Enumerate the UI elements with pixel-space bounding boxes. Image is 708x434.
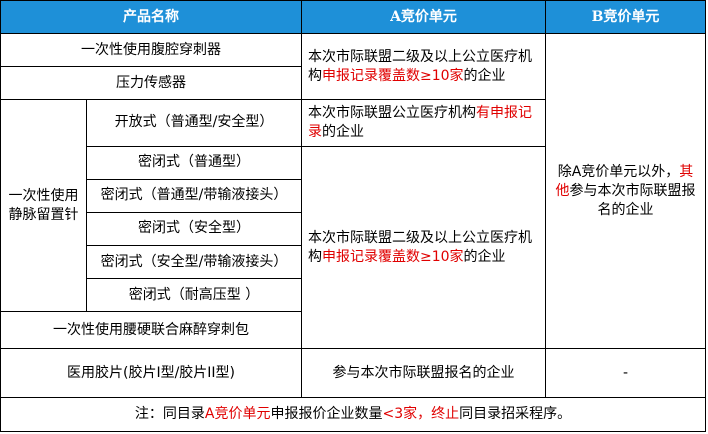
- a-unit-text: 的企业: [463, 248, 506, 265]
- b-unit-cell-none: -: [545, 348, 706, 398]
- note-text: 申报报价企业数量: [270, 405, 383, 422]
- table-row: 密闭式（普通型） 本次市际联盟二级及以上公立医疗机构申报记录覆盖数≥10家的企业: [1, 145, 706, 350]
- b-unit-highlight: 其他: [555, 163, 694, 199]
- product-subtype-cell: 密闭式（普通型/带输液接头）: [86, 178, 302, 213]
- product-subtype-cell: 密闭式（安全型）: [86, 211, 302, 247]
- table-row: 密闭式（耐高压型 ）: [1, 278, 706, 313]
- footnote: 注：同目录A竞价单元申报报价企业数量<3家，终止同目录招采程序。: [0, 396, 706, 433]
- table-row: 压力传感器: [0, 66, 706, 101]
- product-cell: 医用胶片(胶片I型/胶片II型): [0, 348, 302, 398]
- header-a-unit: A竞价单元: [301, 0, 546, 34]
- table-row: 一次性使用腰硬联合麻醉穿刺包: [0, 311, 706, 350]
- a-unit-text: 本次市际联盟公立医疗机构: [308, 104, 476, 121]
- a-unit-highlight: 有申报记录: [308, 104, 532, 140]
- a-unit-cell-coverage: 本次市际联盟二级及以上公立医疗机构申报记录覆盖数≥10家的企业: [301, 145, 546, 350]
- note-text: 注：同目录: [134, 405, 205, 422]
- table-row: 密闭式（普通型/带输液接头）: [1, 178, 706, 213]
- a-unit-cell-coverage: 本次市际联盟二级及以上公立医疗机构申报记录覆盖数≥10家的企业: [301, 32, 546, 101]
- a-unit-cell-registered: 参与本次市际联盟报名的企业: [301, 348, 546, 398]
- table-header-row: 产品名称 A竞价单元 B竞价单元: [0, 0, 706, 34]
- b-unit-text: 除A竞价单元以外，: [557, 163, 680, 180]
- note-highlight: <3家，终止: [382, 405, 460, 422]
- a-unit-text: 本次市际联盟二级及以上公立医疗机构: [308, 229, 532, 265]
- b-unit-cell-others: 除A竞价单元以外，其他参与本次市际联盟报名的企业: [545, 32, 706, 350]
- table-row: 一次性使用静脉留置针 开放式（普通型/安全型） 本次市际联盟公立医疗机构有申报记…: [0, 99, 706, 313]
- table-row: 医用胶片(胶片I型/胶片II型) 参与本次市际联盟报名的企业 -: [0, 348, 706, 398]
- a-unit-highlight: 申报记录覆盖数≥10家: [322, 248, 464, 265]
- product-group-cell: 一次性使用静脉留置针: [0, 99, 87, 313]
- a-unit-cell-record: 本次市际联盟公立医疗机构有申报记录的企业: [301, 99, 546, 147]
- product-cell: 一次性使用腹腔穿刺器: [0, 32, 302, 68]
- note-highlight: A竞价单元: [204, 405, 271, 422]
- table-row: 密闭式（安全型/带输液接头）: [1, 244, 706, 280]
- note-row: 注：同目录A竞价单元申报报价企业数量<3家，终止同目录招采程序。: [0, 396, 706, 433]
- product-subtype-cell: 密闭式（安全型/带输液接头）: [86, 244, 302, 280]
- product-cell: 一次性使用腰硬联合麻醉穿刺包: [0, 311, 302, 350]
- note-text: 同目录招采程序。: [459, 405, 572, 422]
- product-cell: 压力传感器: [0, 66, 302, 101]
- header-product-name: 产品名称: [0, 0, 302, 34]
- product-subtype-cell: 密闭式（耐高压型 ）: [86, 278, 302, 313]
- product-subtype-cell: 开放式（普通型/安全型）: [86, 99, 302, 147]
- a-unit-text: 的企业: [463, 67, 506, 84]
- b-unit-text: 参与本次市际联盟报名的企业: [569, 182, 696, 218]
- table-row: 一次性使用腹腔穿刺器 本次市际联盟二级及以上公立医疗机构申报记录覆盖数≥10家的…: [0, 32, 706, 350]
- a-unit-text: 的企业: [322, 123, 364, 140]
- product-subtype-cell: 密闭式（普通型）: [86, 145, 302, 180]
- a-unit-text: 本次市际联盟二级及以上公立医疗机构: [308, 48, 532, 84]
- header-b-unit: B竞价单元: [545, 0, 706, 34]
- a-unit-highlight: 申报记录覆盖数≥10家: [322, 67, 464, 84]
